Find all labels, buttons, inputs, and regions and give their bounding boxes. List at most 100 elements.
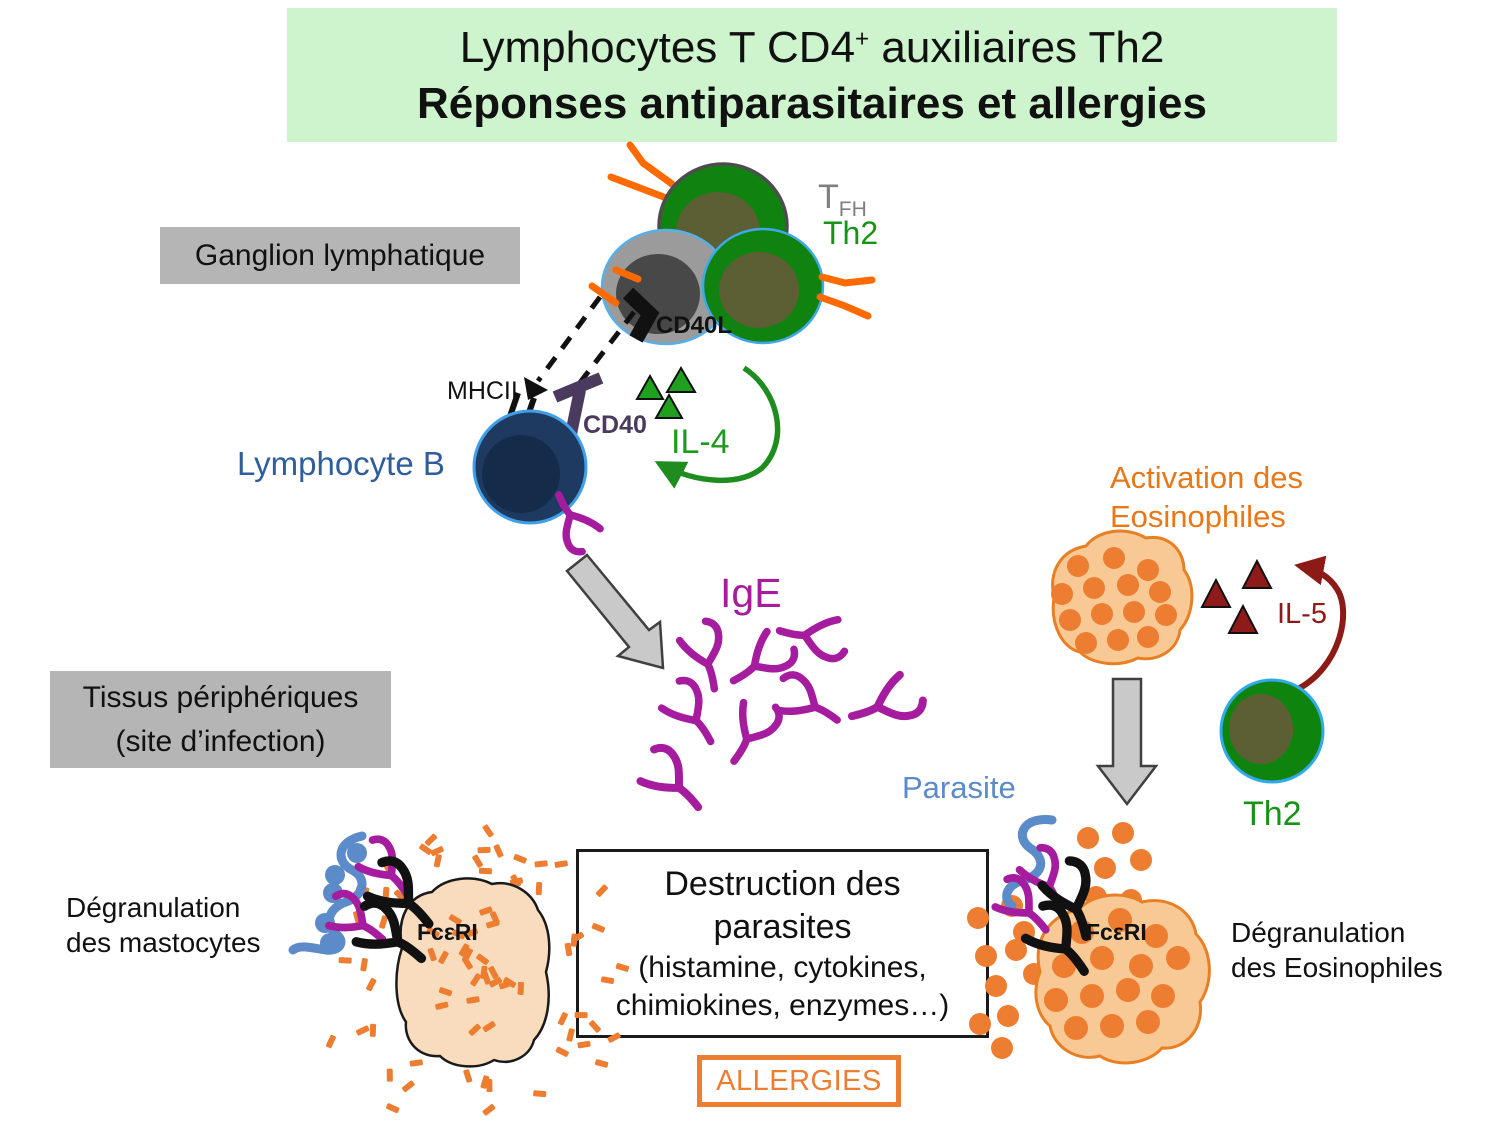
eosinophil-activation-label: Activation des Eosinophiles xyxy=(1110,460,1303,534)
granule-speck xyxy=(534,860,548,868)
granule-speck xyxy=(557,1012,568,1026)
parasite-label: Parasite xyxy=(902,770,1016,805)
ige-antibody-icon xyxy=(320,889,393,955)
il5-label: IL-5 xyxy=(1277,598,1327,630)
il4-label: IL-4 xyxy=(671,423,730,461)
tcr-receptor-icon xyxy=(607,173,673,203)
granule-speck xyxy=(466,996,480,1004)
eosinophil-degranulation-label: Dégranulation des Eosinophiles xyxy=(1231,917,1443,983)
granule-speck xyxy=(462,947,473,962)
granule-speck xyxy=(463,1069,473,1083)
parasite-worm-icon xyxy=(288,831,367,955)
granule-speck xyxy=(386,1103,400,1114)
ige-antibody-icon xyxy=(655,676,726,754)
ige-antibody-icon xyxy=(1015,844,1075,917)
b-cell-body xyxy=(472,409,588,525)
eosinophil-body xyxy=(1051,529,1194,666)
cd4-plus-superscript: + xyxy=(855,25,870,53)
granule-speck xyxy=(369,1023,377,1037)
title-banner: Lymphocytes T CD4+ auxiliaires Th2 Répon… xyxy=(287,8,1337,142)
granule-speck xyxy=(566,1028,575,1042)
granule-speck xyxy=(488,965,499,980)
peripheral-tissue-region-label: Tissus périphériques (site d’infection) xyxy=(50,671,391,768)
tcr-receptor-icon xyxy=(612,266,642,283)
granule-speck xyxy=(356,1025,370,1036)
tcr-receptor-icon xyxy=(588,282,620,307)
granule-speck xyxy=(493,844,504,858)
granule-speck xyxy=(430,846,444,857)
th2-right-body xyxy=(1219,678,1325,784)
granule-speck xyxy=(427,947,437,962)
fceri-right-label: FcεRI xyxy=(1086,919,1147,945)
granule-speck xyxy=(517,981,524,995)
ige-antibody-icon xyxy=(768,670,846,738)
destruction-line3: (histamine, cytokines, xyxy=(638,950,927,984)
destruction-line1: Destruction des xyxy=(664,864,901,903)
ige-antibody-icon xyxy=(721,625,799,696)
bcr-ige-icon xyxy=(544,485,605,555)
granule-speck xyxy=(386,1068,393,1082)
th2-cell-top xyxy=(657,162,789,290)
allergies-box: ALLERGIES xyxy=(697,1055,901,1107)
ige-antibody-icon xyxy=(631,742,712,823)
ige-antibody-icon xyxy=(776,610,849,660)
th2-right-nucleus xyxy=(1229,694,1293,764)
ganglion-text: Ganglion lymphatique xyxy=(194,238,486,272)
th2-cell-top-nucleus xyxy=(676,192,760,272)
title-line1: Lymphocytes T CD4+ auxiliaires Th2 xyxy=(459,22,1165,72)
ige-antibody-icon xyxy=(677,619,733,694)
granule-speck xyxy=(486,1079,493,1093)
cd40-label: CD40 xyxy=(583,411,647,439)
granule-speck xyxy=(379,915,388,929)
granule-speck xyxy=(480,1075,490,1089)
granule-speck xyxy=(468,1023,481,1036)
granule-speck xyxy=(498,980,513,990)
eosinophil-granules xyxy=(1051,547,1177,654)
destruction-line4: chimiokines, enzymes…) xyxy=(615,988,950,1022)
eosinophil-to-site-block-arrow xyxy=(1095,677,1159,807)
granule-speck xyxy=(433,854,442,868)
granule-speck xyxy=(360,957,368,972)
granule-speck xyxy=(564,942,573,957)
th2-cell-bottom-right xyxy=(1219,678,1325,784)
fceri-left-label: FcεRI xyxy=(417,919,478,945)
granule-speck xyxy=(510,874,522,888)
tfh-cell-label: TFH xyxy=(818,178,867,221)
granule-speck xyxy=(435,1001,449,1010)
granule-speck xyxy=(594,1059,609,1068)
il4-cytokine-triangle-icon xyxy=(635,373,665,400)
granule-speck xyxy=(482,824,494,838)
granule-speck xyxy=(353,910,362,925)
parasite-worm-icon xyxy=(1002,815,1057,911)
mhcii-molecule-icon xyxy=(520,397,537,431)
parasite-segment-dots xyxy=(315,843,367,953)
granule-speck xyxy=(481,971,491,985)
bcell-to-ige-block-arrow xyxy=(565,553,665,670)
cd40l-molecule-icon xyxy=(622,287,660,343)
cd40l-label: CD40L xyxy=(656,312,733,339)
interaction-arrowhead-icon xyxy=(524,377,548,400)
mast-degranulation-label: Dégranulation des mastocytes xyxy=(66,892,261,958)
granule-speck xyxy=(488,977,503,988)
granule-speck xyxy=(401,1080,415,1093)
tcr-receptor-icon xyxy=(816,293,872,320)
ige-antibodies xyxy=(631,610,926,823)
th2-right-cell-label: Th2 xyxy=(1243,795,1302,833)
granule-speck xyxy=(470,973,482,987)
granule-speck xyxy=(477,846,491,854)
ige-label: IgE xyxy=(720,570,782,616)
ige-antibody-icon xyxy=(716,692,784,770)
title-line2: Réponses antiparasitaires et allergies xyxy=(417,79,1207,129)
granule-speck xyxy=(472,854,483,868)
granule-speck xyxy=(577,1040,591,1049)
ige-antibody-icon xyxy=(844,670,926,734)
granule-speck xyxy=(486,919,500,929)
granule-speck xyxy=(438,987,453,997)
granule-speck xyxy=(393,889,406,902)
granule-speck xyxy=(482,1021,496,1033)
tissus-line2: (site d’infection) xyxy=(115,724,326,758)
cd40-receptor-icon xyxy=(552,372,604,403)
interaction-dashed-line xyxy=(535,295,603,383)
il5-cytokine-triangle-icon xyxy=(1241,558,1273,589)
